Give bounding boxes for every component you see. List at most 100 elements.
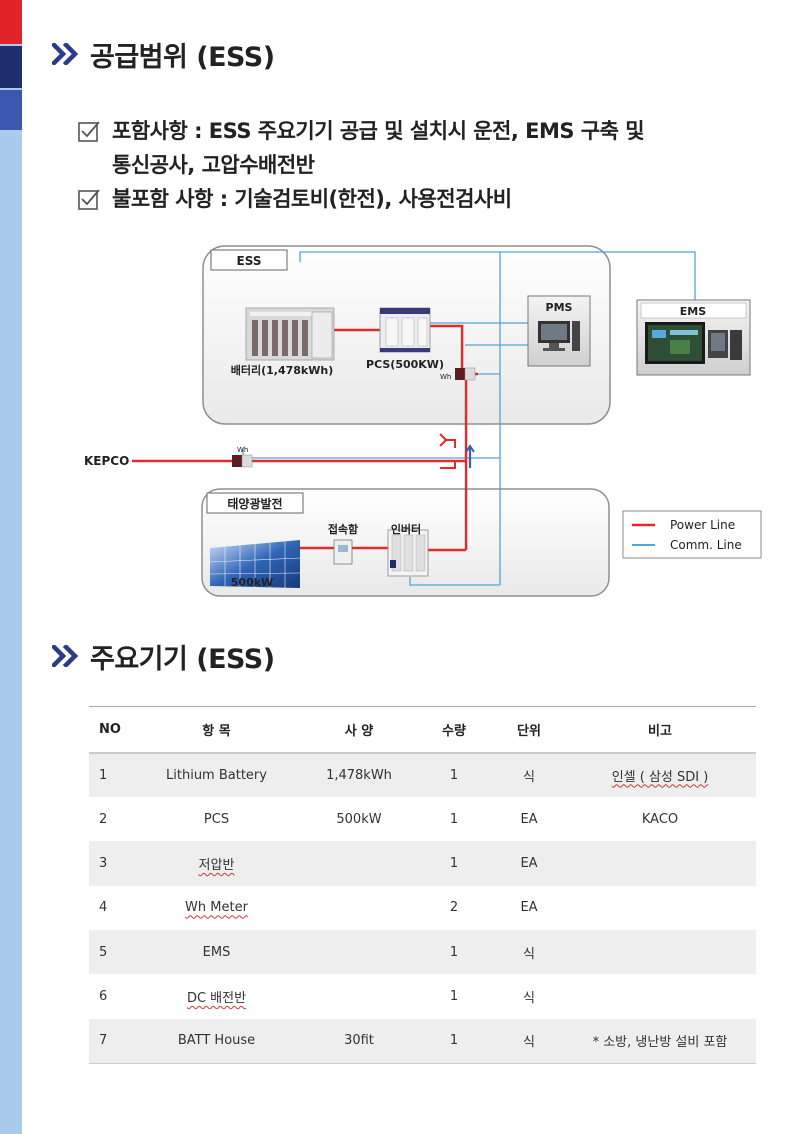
ess-system-diagram: ESS 태양광발전 KEPCO xyxy=(0,240,805,610)
wh-meter-icon xyxy=(232,454,253,468)
inverter-label: 인버터 xyxy=(391,522,421,536)
cell-item: EMS xyxy=(129,930,304,975)
pms-label: PMS xyxy=(546,301,573,314)
cell-qty: 1 xyxy=(414,1018,494,1064)
cell-spec: 1,478kWh xyxy=(304,752,414,797)
cell-unit: EA xyxy=(494,841,564,886)
excluded-text: 불포함 사항 : 기술검토비(한전), 사용전검사비 xyxy=(112,187,512,211)
cell-note: * 소방, 냉난방 설비 포함 xyxy=(564,1018,756,1064)
cell-note xyxy=(564,841,756,886)
cell-no: 2 xyxy=(99,811,108,827)
ess-diagram-svg: ESS 태양광발전 KEPCO xyxy=(84,245,762,597)
scope-checklist: 포함사항 : ESS 주요기기 공급 및 설치시 운전, EMS 구축 및 통신… xyxy=(78,114,778,216)
excluded-item: 불포함 사항 : 기술검토비(한전), 사용전검사비 xyxy=(78,182,778,216)
junction-box-icon xyxy=(333,539,353,565)
double-chevron-icon xyxy=(52,43,79,65)
cell-note xyxy=(564,974,756,1018)
cell-no: 1 xyxy=(89,752,129,797)
cell-item: Wh Meter xyxy=(129,886,304,930)
table-row: 2 PCS 500kW 1 EA KACO xyxy=(89,797,756,841)
cell-qty: 1 xyxy=(414,930,494,975)
cell-note: KACO xyxy=(641,811,679,827)
cell-spec xyxy=(304,841,414,886)
header-spec: 사 양 xyxy=(304,706,414,754)
kepco-label: KEPCO xyxy=(84,454,129,468)
line-legend: Power Line Comm. Line xyxy=(622,510,762,559)
cell-qty: 1 xyxy=(449,989,459,1005)
cell-item-text: 저압반 xyxy=(198,857,235,873)
wh-meter-label: Wh xyxy=(237,446,248,454)
side-color-strip xyxy=(0,0,22,1134)
legend-power-label: Power Line xyxy=(670,518,735,532)
cell-qty: 1 xyxy=(414,841,494,886)
cell-no: 6 xyxy=(99,989,108,1005)
cell-note-text: 인셀 ( 삼성 SDI ) xyxy=(611,769,709,785)
ems-label: EMS xyxy=(680,305,706,318)
table-row: 7 BATT House 30fit 1 식 * 소방, 냉난방 설비 포함 xyxy=(89,1018,756,1064)
cell-no: 3 xyxy=(89,841,129,886)
cell-qty: 2 xyxy=(449,900,459,916)
checkbox-checked-icon xyxy=(78,121,100,142)
header-no: NO xyxy=(89,706,129,754)
section-heading-supply-scope: 공급범위 (ESS) xyxy=(52,34,275,74)
cell-unit: EA xyxy=(520,811,538,827)
included-item: 포함사항 : ESS 주요기기 공급 및 설치시 운전, EMS 구축 및 통신… xyxy=(78,114,778,182)
cell-item-text: Wh Meter xyxy=(185,900,248,916)
table-row: 4 Wh Meter 2 EA xyxy=(89,886,756,930)
cell-qty: 1 xyxy=(414,752,494,797)
cell-item-text: DC 배전반 xyxy=(186,991,247,1007)
ess-label-tab xyxy=(210,249,288,271)
table-row: 5 EMS 1 식 xyxy=(89,930,756,975)
cell-spec xyxy=(304,974,414,1018)
cell-item: 저압반 xyxy=(129,841,304,886)
header-unit: 단위 xyxy=(494,706,564,754)
pcs-cabinet-icon xyxy=(379,307,431,353)
power-lines xyxy=(132,324,478,552)
inverter-icon xyxy=(387,529,429,577)
section-heading-main-equipment: 주요기기 (ESS) xyxy=(52,636,275,676)
double-chevron-icon xyxy=(52,645,79,667)
cell-spec xyxy=(304,930,414,975)
cell-spec: 500kW xyxy=(336,811,382,827)
junction-box-label: 접속함 xyxy=(328,522,358,536)
header-item: 항 목 xyxy=(129,706,304,754)
legend-comm-label: Comm. Line xyxy=(670,538,742,552)
ems-monitor-icon xyxy=(636,299,751,376)
cell-item: PCS xyxy=(203,811,230,827)
side-strip-red-block xyxy=(0,0,22,44)
table-row: 6 DC 배전반 1 식 xyxy=(89,974,756,1018)
cell-note xyxy=(564,930,756,975)
cell-note: 인셀 ( 삼성 SDI ) xyxy=(564,752,756,797)
cell-unit: 식 xyxy=(494,1018,564,1064)
solar-label-tab xyxy=(206,492,304,514)
wh-meter-icon xyxy=(455,367,476,381)
solar-capacity-label: 500kW xyxy=(231,576,273,589)
cell-item: Lithium Battery xyxy=(129,752,304,797)
cell-unit: 식 xyxy=(494,930,564,975)
header-note: 비고 xyxy=(564,706,756,754)
cell-note xyxy=(564,886,756,930)
section-title: 공급범위 (ESS) xyxy=(90,41,275,73)
cell-unit: 식 xyxy=(494,752,564,797)
table-row: 3 저압반 1 EA xyxy=(89,841,756,886)
cell-item: BATT House xyxy=(129,1018,304,1064)
cell-no: 7 xyxy=(89,1018,129,1064)
ess-label: ESS xyxy=(237,254,262,268)
cell-item: DC 배전반 xyxy=(129,974,304,1018)
wh-meter-label: Wh xyxy=(440,373,451,381)
pcs-label: PCS(500KW) xyxy=(366,358,444,371)
solar-group-label: 태양광발전 xyxy=(227,496,282,511)
checkbox-checked-icon xyxy=(78,189,100,210)
side-strip-blue-block xyxy=(0,90,22,130)
section-title: 주요기기 (ESS) xyxy=(90,643,275,675)
table-header-row: NO 항 목 사 양 수량 단위 비고 xyxy=(89,706,756,754)
cell-spec xyxy=(304,886,414,930)
cell-no: 4 xyxy=(99,900,108,916)
cell-no: 5 xyxy=(89,930,129,975)
solar-panel-icon xyxy=(209,540,301,588)
side-strip-navy-block xyxy=(0,46,22,88)
included-text: 포함사항 : ESS 주요기기 공급 및 설치시 운전, EMS 구축 및 xyxy=(112,119,645,143)
included-text-continued: 통신공사, 고압수배전반 xyxy=(112,153,315,177)
header-qty: 수량 xyxy=(414,706,494,754)
equipment-table: NO 항 목 사 양 수량 단위 비고 1 Lithium Battery 1,… xyxy=(89,706,756,1064)
